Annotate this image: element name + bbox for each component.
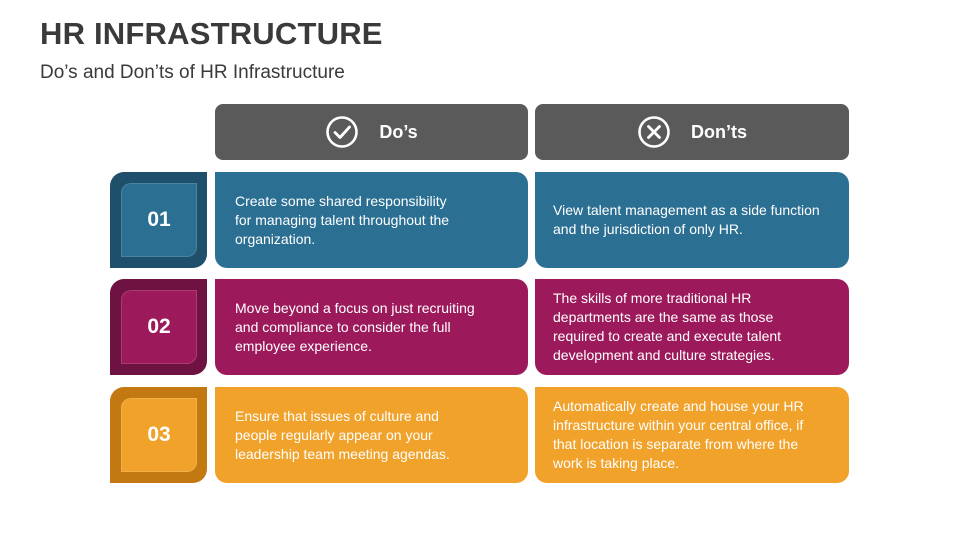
- dont-text: The skills of more traditional HR depart…: [553, 290, 782, 363]
- dont-cell: The skills of more traditional HR depart…: [535, 279, 849, 375]
- do-cell: Create some shared responsibility for ma…: [215, 172, 528, 268]
- page-subtitle: Do’s and Don’ts of HR Infrastructure: [40, 62, 345, 83]
- dos-header-label: Do’s: [379, 121, 418, 142]
- do-text: Create some shared responsibility for ma…: [235, 192, 450, 247]
- x-circle-icon: [638, 116, 670, 148]
- donts-header-label: Don’ts: [691, 121, 747, 142]
- do-text: Move beyond a focus on just recruiting a…: [235, 299, 475, 354]
- dont-text: Automatically create and house your HR i…: [553, 398, 804, 471]
- dont-text: View talent management as a side functio…: [553, 202, 820, 237]
- check-circle-icon: [326, 116, 359, 148]
- do-text: Ensure that issues of culture and people…: [235, 407, 450, 462]
- do-cell: Ensure that issues of culture and people…: [215, 387, 528, 483]
- row-number: 02: [121, 290, 197, 364]
- page-title: HR INFRASTRUCTURE: [40, 16, 383, 51]
- do-cell: Move beyond a focus on just recruiting a…: [215, 279, 528, 375]
- donts-header: Don’ts: [535, 104, 849, 160]
- dont-cell: View talent management as a side functio…: [535, 172, 849, 268]
- dos-header: Do’s: [215, 104, 528, 160]
- dont-cell: Automatically create and house your HR i…: [535, 387, 849, 483]
- row-number: 01: [121, 183, 197, 257]
- row-number: 03: [121, 398, 197, 472]
